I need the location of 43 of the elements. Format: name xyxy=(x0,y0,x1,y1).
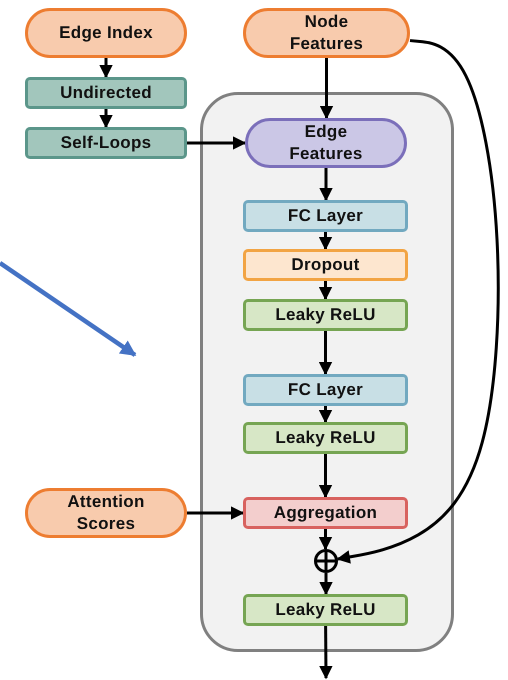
node-label: FC Layer xyxy=(288,205,364,227)
process-box xyxy=(25,127,187,159)
node-label: Undirected xyxy=(60,82,152,104)
arrow xyxy=(187,136,246,150)
node-label: Leaky ReLU xyxy=(275,427,376,449)
arrow xyxy=(319,573,333,596)
arrow xyxy=(99,109,113,128)
layer-box xyxy=(243,497,408,529)
layer-box xyxy=(243,200,408,232)
arrow xyxy=(336,39,500,564)
node-label: Edge Features xyxy=(288,121,364,165)
node-label: Leaky ReLU xyxy=(275,304,376,326)
node-label: Self-Loops xyxy=(60,132,152,154)
node-label: Node Features xyxy=(288,11,364,55)
arrow xyxy=(318,406,332,424)
module-panel xyxy=(200,92,454,652)
layer-box xyxy=(243,299,408,331)
sum-circle xyxy=(314,549,338,573)
node-label: FC Layer xyxy=(288,379,364,401)
layer-box xyxy=(243,374,408,406)
layer-box xyxy=(243,422,408,454)
node-label: Edge Index xyxy=(59,22,153,44)
node-label: Aggregation xyxy=(274,502,378,524)
layer-box xyxy=(243,249,408,281)
layer-box xyxy=(243,594,408,626)
node-label: Attention Scores xyxy=(66,491,146,535)
node-label: Dropout xyxy=(291,254,360,276)
arrow xyxy=(187,506,244,520)
input-pill xyxy=(243,8,410,58)
arrow xyxy=(99,58,113,78)
arrow xyxy=(320,58,334,120)
node-label: Leaky ReLU xyxy=(275,599,376,621)
input-pill xyxy=(25,8,187,58)
arrow xyxy=(318,529,332,550)
arrow xyxy=(318,454,332,498)
arrow xyxy=(318,281,332,300)
arrow xyxy=(319,626,333,680)
input-pill xyxy=(25,488,187,538)
arrow xyxy=(318,232,332,250)
arrow xyxy=(318,331,332,376)
arrow xyxy=(319,168,333,202)
feature-pill xyxy=(245,118,407,168)
process-box xyxy=(25,77,187,109)
